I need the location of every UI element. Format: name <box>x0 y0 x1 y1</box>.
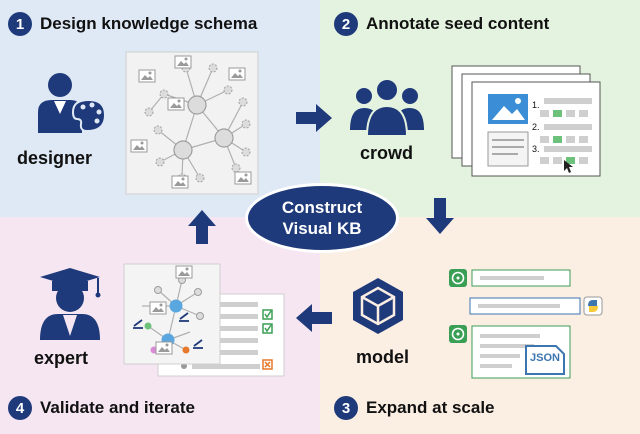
step-4-title: Validate and iterate <box>40 398 195 417</box>
annotation-number-3: 3. <box>532 144 540 154</box>
step-3-number: 3 <box>334 396 358 420</box>
center-line-1: Construct <box>281 198 363 217</box>
center-construct-label: Construct Visual KB <box>248 186 396 250</box>
expert-icon <box>40 268 101 340</box>
step-4: 4 Validate and iterate <box>8 396 195 420</box>
annotation-number-1: 1. <box>532 100 540 110</box>
designer-icon <box>38 73 107 133</box>
json-file-label: JSON <box>530 352 560 364</box>
center-line-2: Visual KB <box>282 219 362 238</box>
role-designer: designer <box>17 148 93 168</box>
model-icon <box>353 278 403 334</box>
step-2-number: 2 <box>334 12 358 36</box>
annotation-number-2: 2. <box>532 122 540 132</box>
model-outputs <box>448 268 603 379</box>
schema-canvas <box>125 51 259 195</box>
step-1-title: Design knowledge schema <box>40 14 258 33</box>
role-crowd: crowd <box>360 143 414 163</box>
step-3: 3 Expand at scale <box>334 396 495 420</box>
flow-arrows <box>188 104 454 332</box>
step-2-title: Annotate seed content <box>366 14 550 33</box>
role-expert: expert <box>34 348 89 368</box>
step-1: 1 Design knowledge schema <box>8 12 257 36</box>
step-2: 2 Annotate seed content <box>334 12 549 36</box>
step-3-title: Expand at scale <box>366 398 495 417</box>
step-4-number: 4 <box>8 396 32 420</box>
annotation-sheets <box>451 65 601 177</box>
step-1-number: 1 <box>8 12 32 36</box>
crowd-icon <box>350 78 424 137</box>
role-model: model <box>356 347 410 367</box>
validation-canvas <box>123 263 285 377</box>
